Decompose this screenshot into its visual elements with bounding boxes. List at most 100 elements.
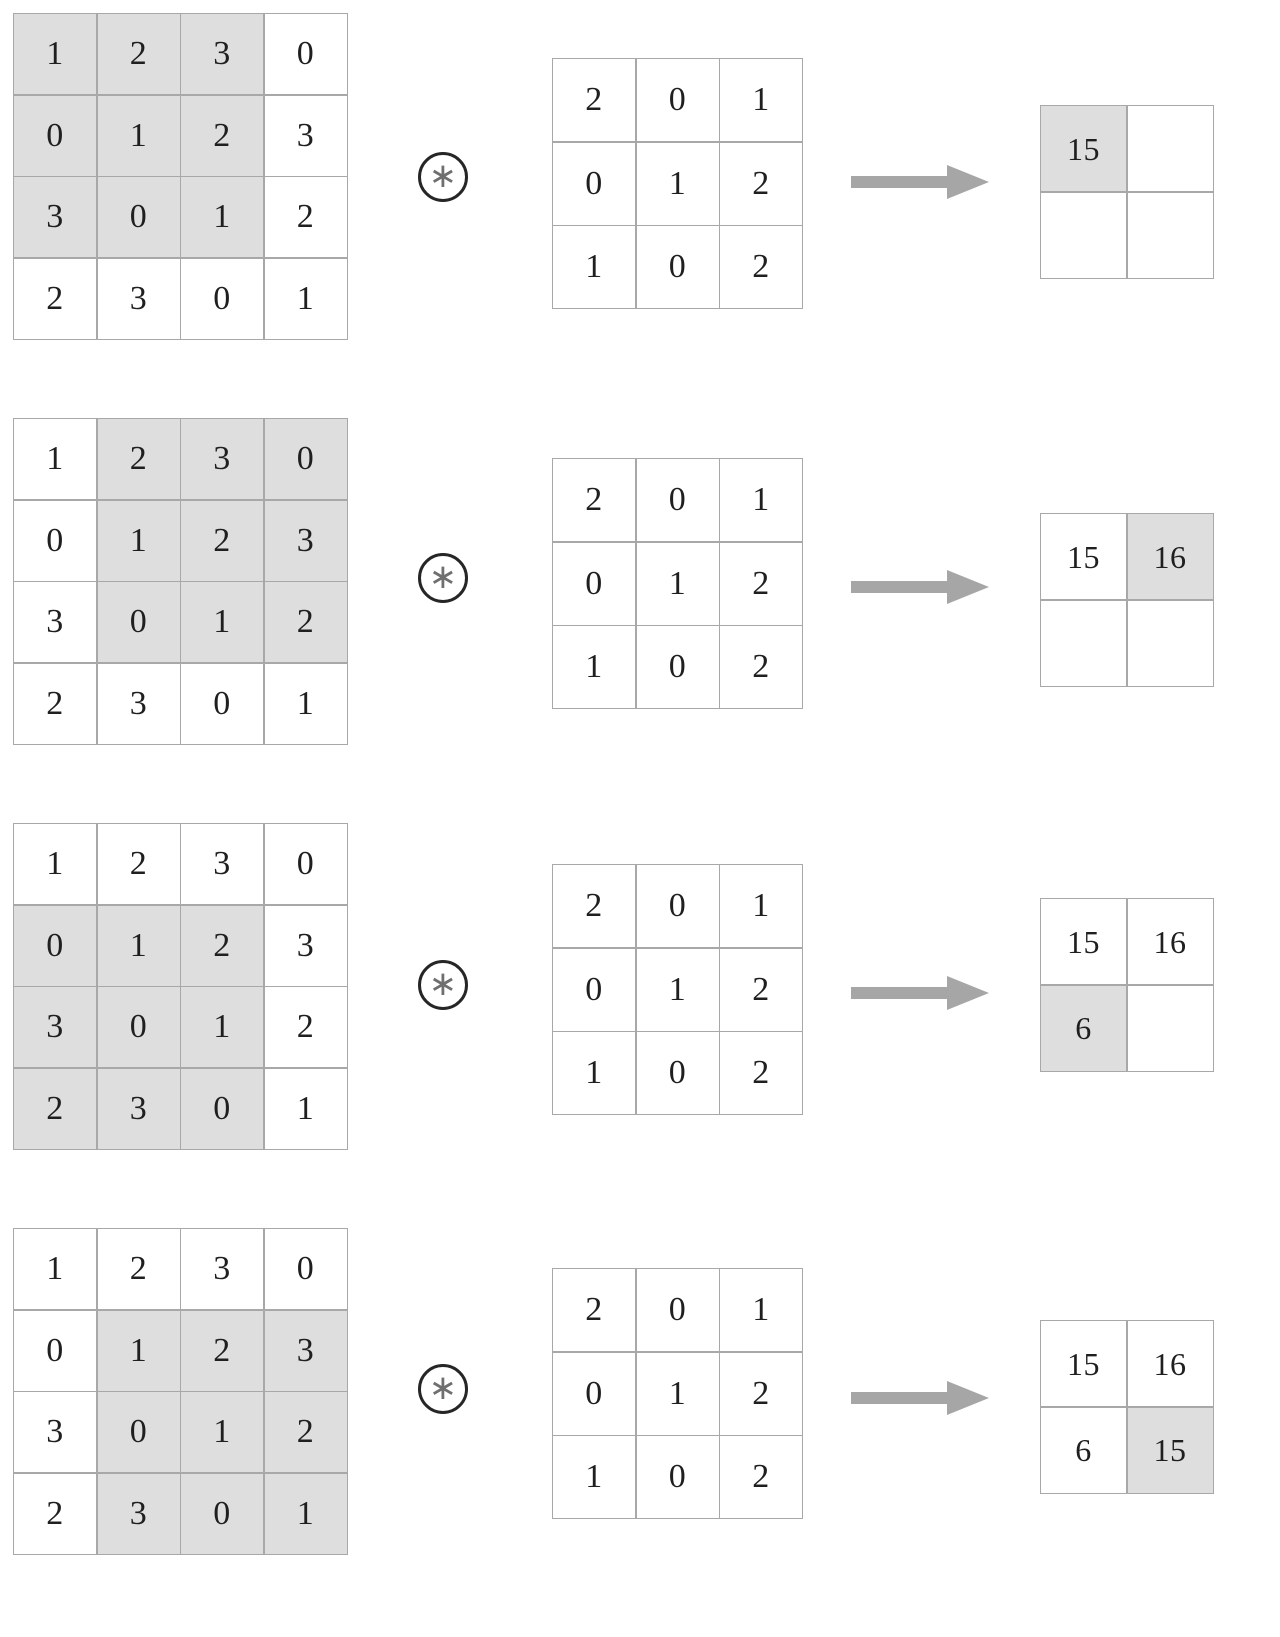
- input-cell-2-3: 2: [264, 582, 347, 662]
- input-cell-3-1: 3: [97, 1068, 180, 1149]
- input-cell-2-1: 0: [97, 987, 180, 1067]
- input-cell-0-3: 0: [264, 824, 347, 904]
- kernel-cell-2-1: 0: [636, 1032, 719, 1114]
- input-cell-0-1: 2: [97, 14, 180, 94]
- convolution-operator-icon: ∗: [418, 1364, 468, 1414]
- input-cell-2-3: 2: [264, 1392, 347, 1472]
- input-cell-1-0: 0: [14, 95, 96, 176]
- kernel-cell-2-2: 2: [720, 1032, 802, 1114]
- kernel-cell-2-1: 0: [636, 1436, 719, 1518]
- arrow-shaft: [851, 1392, 951, 1404]
- input-cell-1-3: 3: [264, 1310, 347, 1391]
- input-cell-1-0: 0: [14, 905, 96, 986]
- asterisk-glyph: ∗: [428, 963, 458, 1004]
- input-cell-2-1: 0: [97, 1392, 180, 1472]
- input-cell-2-1: 0: [97, 177, 180, 257]
- input-cell-0-1: 2: [97, 1229, 180, 1309]
- kernel-cell-1-2: 2: [720, 1352, 802, 1435]
- asterisk-glyph: ∗: [428, 1367, 458, 1408]
- kernel-cell-1-1: 1: [636, 142, 719, 225]
- output-cell-1-0: 6: [1041, 985, 1126, 1071]
- kernel-cell-0-0: 2: [553, 865, 635, 947]
- input-cell-0-0: 1: [14, 14, 96, 94]
- output-cell-1-1: 15: [1127, 1407, 1213, 1493]
- asterisk-glyph: ∗: [428, 556, 458, 597]
- kernel-cell-0-0: 2: [553, 59, 635, 141]
- input-cell-1-0: 0: [14, 500, 96, 581]
- kernel-cell-1-2: 2: [720, 542, 802, 625]
- input-cell-1-1: 1: [97, 905, 180, 986]
- asterisk-glyph: ∗: [428, 155, 458, 196]
- input-cell-3-0: 2: [14, 663, 96, 744]
- kernel-cell-0-2: 1: [720, 59, 802, 141]
- input-cell-2-2: 1: [181, 582, 263, 662]
- arrow-head: [947, 1381, 989, 1415]
- kernel-cell-1-0: 0: [553, 142, 635, 225]
- convolution-operator-icon: ∗: [418, 553, 468, 603]
- input-cell-2-2: 1: [181, 177, 263, 257]
- output-cell-0-0: 15: [1041, 106, 1126, 191]
- right-arrow-icon: [851, 1381, 989, 1415]
- arrow-head: [947, 976, 989, 1010]
- arrow-head: [947, 570, 989, 604]
- input-cell-1-3: 3: [264, 905, 347, 986]
- input-cell-1-3: 3: [264, 95, 347, 176]
- input-cell-2-3: 2: [264, 177, 347, 257]
- right-arrow-icon: [851, 165, 989, 199]
- output-cell-1-1: [1127, 192, 1213, 278]
- kernel-cell-1-1: 1: [636, 948, 719, 1031]
- right-arrow-icon: [851, 570, 989, 604]
- kernel-cell-1-1: 1: [636, 1352, 719, 1435]
- output-cell-0-0: 15: [1041, 514, 1126, 599]
- input-cell-2-0: 3: [14, 177, 96, 257]
- input-cell-3-2: 0: [181, 1068, 263, 1149]
- kernel-cell-2-2: 2: [720, 626, 802, 708]
- kernel-cell-1-0: 0: [553, 948, 635, 1031]
- input-cell-3-3: 1: [264, 663, 347, 744]
- kernel-cell-0-2: 1: [720, 865, 802, 947]
- input-cell-1-1: 1: [97, 1310, 180, 1391]
- input-cell-3-0: 2: [14, 1473, 96, 1554]
- input-cell-2-0: 3: [14, 1392, 96, 1472]
- kernel-cell-0-0: 2: [553, 459, 635, 541]
- input-cell-3-3: 1: [264, 1473, 347, 1554]
- input-cell-2-0: 3: [14, 582, 96, 662]
- right-arrow-icon: [851, 976, 989, 1010]
- input-cell-1-2: 2: [181, 1310, 263, 1391]
- input-cell-2-3: 2: [264, 987, 347, 1067]
- kernel-cell-0-1: 0: [636, 59, 719, 141]
- output-cell-0-1: 16: [1127, 899, 1213, 984]
- kernel-cell-1-2: 2: [720, 142, 802, 225]
- kernel-cell-1-0: 0: [553, 542, 635, 625]
- output-cell-0-1: [1127, 106, 1213, 191]
- output-cell-1-1: [1127, 985, 1213, 1071]
- output-cell-0-0: 15: [1041, 899, 1126, 984]
- input-cell-3-0: 2: [14, 258, 96, 339]
- kernel-cell-0-2: 1: [720, 459, 802, 541]
- output-cell-1-0: 6: [1041, 1407, 1126, 1493]
- output-cell-1-1: [1127, 600, 1213, 686]
- input-cell-0-3: 0: [264, 14, 347, 94]
- kernel-cell-2-0: 1: [553, 226, 635, 308]
- input-cell-3-1: 3: [97, 1473, 180, 1554]
- kernel-cell-2-2: 2: [720, 1436, 802, 1518]
- input-cell-0-0: 1: [14, 824, 96, 904]
- input-cell-0-1: 2: [97, 419, 180, 499]
- input-cell-3-2: 0: [181, 258, 263, 339]
- input-cell-0-2: 3: [181, 824, 263, 904]
- kernel-cell-0-1: 0: [636, 459, 719, 541]
- input-cell-3-1: 3: [97, 258, 180, 339]
- input-cell-2-2: 1: [181, 1392, 263, 1472]
- kernel-cell-1-0: 0: [553, 1352, 635, 1435]
- output-matrix: 15: [1040, 105, 1214, 279]
- output-cell-0-0: 15: [1041, 1321, 1126, 1406]
- arrow-shaft: [851, 987, 951, 999]
